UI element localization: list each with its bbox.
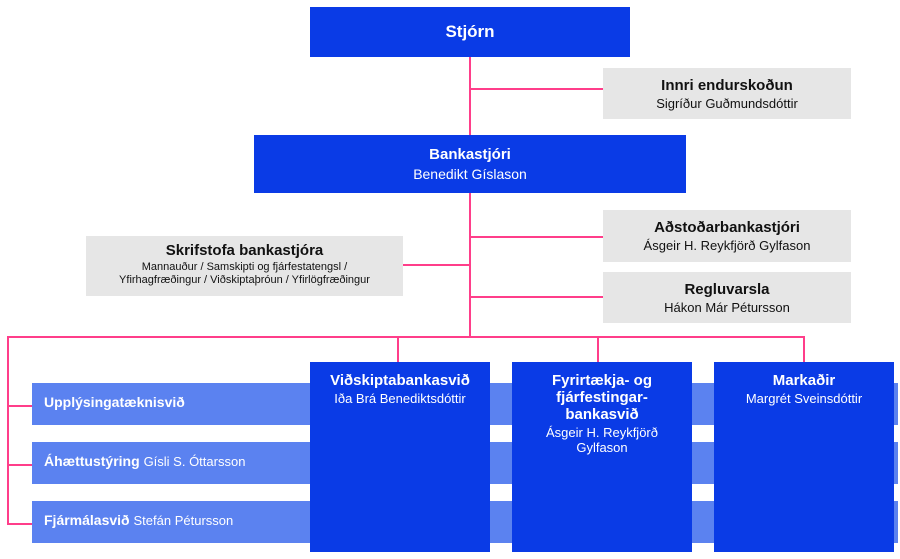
support-finance-person: Stefán Pétursson bbox=[133, 513, 234, 528]
division-markets-box: Markaðir Margrét Sveinsdóttir bbox=[714, 362, 894, 552]
connector-support1 bbox=[7, 405, 33, 407]
ceo-office-box: Skrifstofa bankastjóra Mannauður / Samsk… bbox=[86, 236, 403, 296]
internal-audit-person: Sigríður Guðmundsdóttir bbox=[656, 96, 798, 111]
division-retail-box: Viðskiptabankasvið Iða Brá Benediktsdótt… bbox=[310, 362, 490, 552]
division-corporate-person-1: Ásgeir H. Reykfjörð bbox=[546, 425, 658, 440]
connector-compliance bbox=[469, 296, 603, 298]
deputy-ceo-title: Aðstoðarbankastjóri bbox=[654, 219, 800, 236]
connector-support2 bbox=[7, 464, 33, 466]
connector-left-vertical bbox=[7, 336, 9, 525]
connector-office bbox=[403, 264, 471, 266]
compliance-title: Regluvarsla bbox=[684, 281, 770, 298]
board-box: Stjórn bbox=[310, 7, 630, 57]
support-it-title: Upplýsingatæknisvið bbox=[44, 394, 185, 410]
ceo-title: Bankastjóri bbox=[429, 146, 511, 163]
division-retail-title: Viðskiptabankasvið bbox=[330, 372, 470, 389]
deputy-ceo-box: Aðstoðarbankastjóri Ásgeir H. Reykfjörð … bbox=[603, 210, 851, 262]
compliance-box: Regluvarsla Hákon Már Pétursson bbox=[603, 272, 851, 323]
ceo-office-title: Skrifstofa bankastjóra bbox=[165, 242, 324, 259]
connector-div1 bbox=[397, 336, 399, 362]
division-markets-title: Markaðir bbox=[772, 372, 836, 389]
division-corporate-title-1: Fyrirtækja- og bbox=[551, 372, 653, 389]
division-corporate-person-2: Gylfason bbox=[576, 440, 628, 455]
connector-audit bbox=[469, 88, 603, 90]
internal-audit-title: Innri endurskoðun bbox=[661, 77, 793, 94]
division-corporate-box: Fyrirtækja- og fjárfestingar- bankasvið … bbox=[512, 362, 692, 552]
compliance-person: Hákon Már Pétursson bbox=[664, 300, 790, 315]
division-markets-person: Margrét Sveinsdóttir bbox=[745, 391, 863, 406]
connector-support3 bbox=[7, 523, 33, 525]
internal-audit-box: Innri endurskoðun Sigríður Guðmundsdótti… bbox=[603, 68, 851, 119]
ceo-office-line1: Mannauður / Samskipti og fjárfestatengsl… bbox=[141, 261, 348, 273]
support-finance-title: Fjármálasvið bbox=[44, 512, 130, 528]
support-risk-title: Áhættustýring bbox=[44, 453, 140, 469]
board-title: Stjórn bbox=[445, 22, 495, 41]
connector-horizontal-bus bbox=[7, 336, 805, 338]
connector-div3 bbox=[803, 336, 805, 362]
connector-deputy bbox=[469, 236, 603, 238]
ceo-office-line2: Yfirhagfræðingur / Viðskiptaþróun / Yfir… bbox=[119, 274, 370, 286]
ceo-person: Benedikt Gíslason bbox=[413, 166, 527, 182]
connector-div2 bbox=[597, 336, 599, 362]
support-risk-person: Gísli S. Óttarsson bbox=[143, 454, 246, 469]
connector-board-ceo bbox=[469, 57, 471, 135]
division-corporate-title-2: fjárfestingar- bbox=[556, 389, 648, 406]
ceo-box: Bankastjóri Benedikt Gíslason bbox=[254, 135, 686, 193]
deputy-ceo-person: Ásgeir H. Reykfjörð Gylfason bbox=[643, 238, 811, 253]
division-retail-person: Iða Brá Benediktsdóttir bbox=[334, 391, 466, 406]
division-corporate-title-3: bankasvið bbox=[565, 406, 639, 423]
